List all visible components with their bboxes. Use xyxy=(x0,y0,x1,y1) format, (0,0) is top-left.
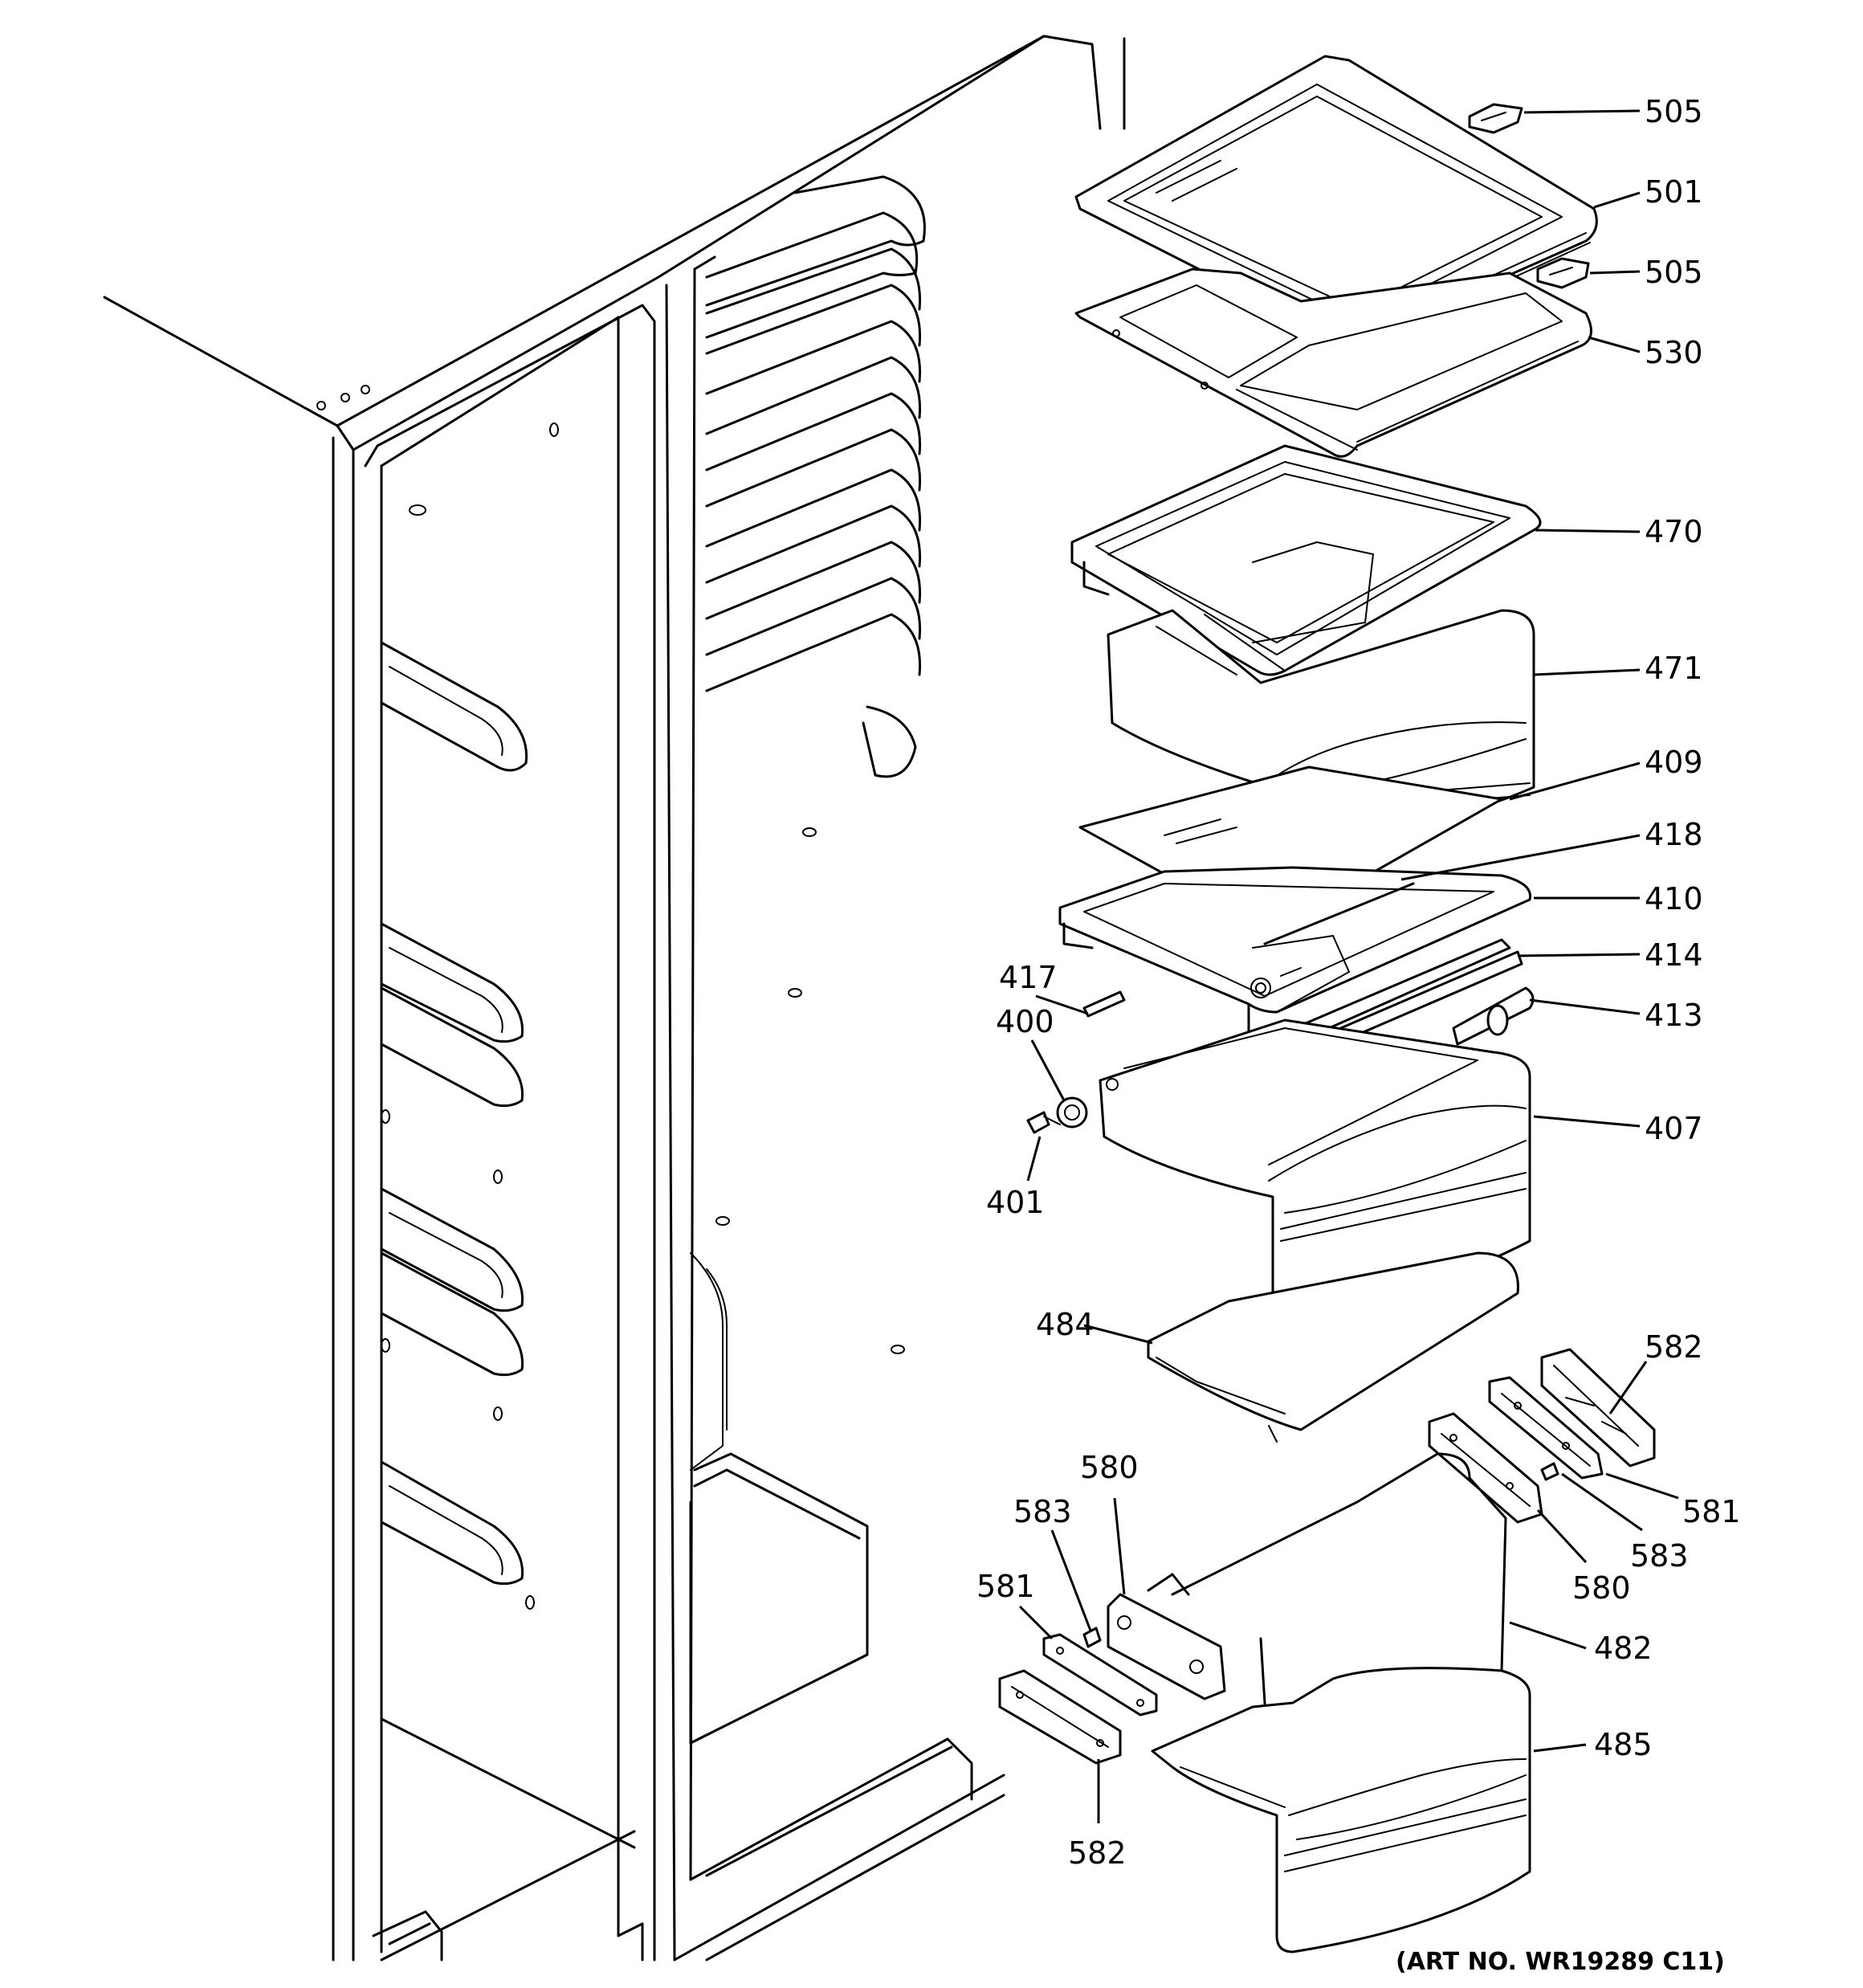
part-413-handle xyxy=(1452,986,1535,1046)
callout-530: 530 xyxy=(1645,335,1703,370)
callout-581-left: 581 xyxy=(976,1569,1035,1604)
part-582-bracket-cover-left xyxy=(998,1669,1122,1765)
part-583-screw-left xyxy=(1082,1627,1102,1648)
callout-401: 401 xyxy=(986,1185,1045,1220)
part-583-screw-right xyxy=(1540,1462,1559,1481)
callout-583-right: 583 xyxy=(1630,1538,1689,1574)
part-410-pan-frame xyxy=(1058,866,1532,1046)
part-505-clip-top xyxy=(1468,103,1523,134)
callout-400: 400 xyxy=(996,1004,1054,1039)
part-581-bracket-left xyxy=(1042,1633,1158,1717)
callout-471: 471 xyxy=(1645,651,1703,686)
part-580-support-left xyxy=(1107,1593,1226,1700)
part-505-clip-second xyxy=(1536,257,1590,289)
callout-505-top: 505 xyxy=(1645,94,1703,129)
callout-410: 410 xyxy=(1645,881,1703,916)
callout-580-left: 580 xyxy=(1080,1450,1139,1485)
callout-580-right: 580 xyxy=(1572,1570,1631,1606)
callout-470: 470 xyxy=(1645,514,1703,549)
callout-582-right: 582 xyxy=(1645,1329,1703,1365)
part-581-bracket-right xyxy=(1488,1376,1604,1480)
callout-labels: 505 501 505 530 470 471 409 418 410 414 … xyxy=(976,94,1741,1871)
part-530-split-shelf xyxy=(1074,267,1592,458)
callout-583-left: 583 xyxy=(1013,1494,1072,1529)
part-401-screw xyxy=(1026,1111,1061,1134)
callout-505-second: 505 xyxy=(1645,255,1703,290)
callout-413: 413 xyxy=(1645,998,1703,1033)
freezer-shelf-supports xyxy=(380,423,559,1610)
art-number: (ART NO. WR19289 C11) xyxy=(1396,1948,1725,1976)
callout-582-left: 582 xyxy=(1068,1835,1127,1871)
part-417-rail xyxy=(1082,990,1126,1018)
callout-418: 418 xyxy=(1645,817,1703,852)
callout-484: 484 xyxy=(1036,1307,1095,1342)
callout-417: 417 xyxy=(999,960,1058,995)
part-470-crisper-cover xyxy=(1070,444,1542,676)
callout-485: 485 xyxy=(1594,1727,1653,1762)
part-418-divider xyxy=(1263,882,1415,945)
callout-482: 482 xyxy=(1594,1631,1653,1666)
part-485-bin xyxy=(1151,1667,1531,1953)
refrigerator-cabinet xyxy=(103,35,1126,1961)
callout-407: 407 xyxy=(1645,1111,1703,1146)
fresh-food-shelf-rails xyxy=(705,175,926,1354)
callout-501: 501 xyxy=(1645,174,1703,210)
callout-581-right: 581 xyxy=(1682,1494,1741,1529)
part-484-cover xyxy=(1147,1251,1519,1443)
leader-lines xyxy=(1018,109,1679,1823)
callout-409: 409 xyxy=(1645,745,1703,780)
part-582-bracket-cover-right xyxy=(1540,1348,1656,1468)
callout-414: 414 xyxy=(1645,937,1703,973)
part-400-roller xyxy=(1056,1096,1088,1129)
